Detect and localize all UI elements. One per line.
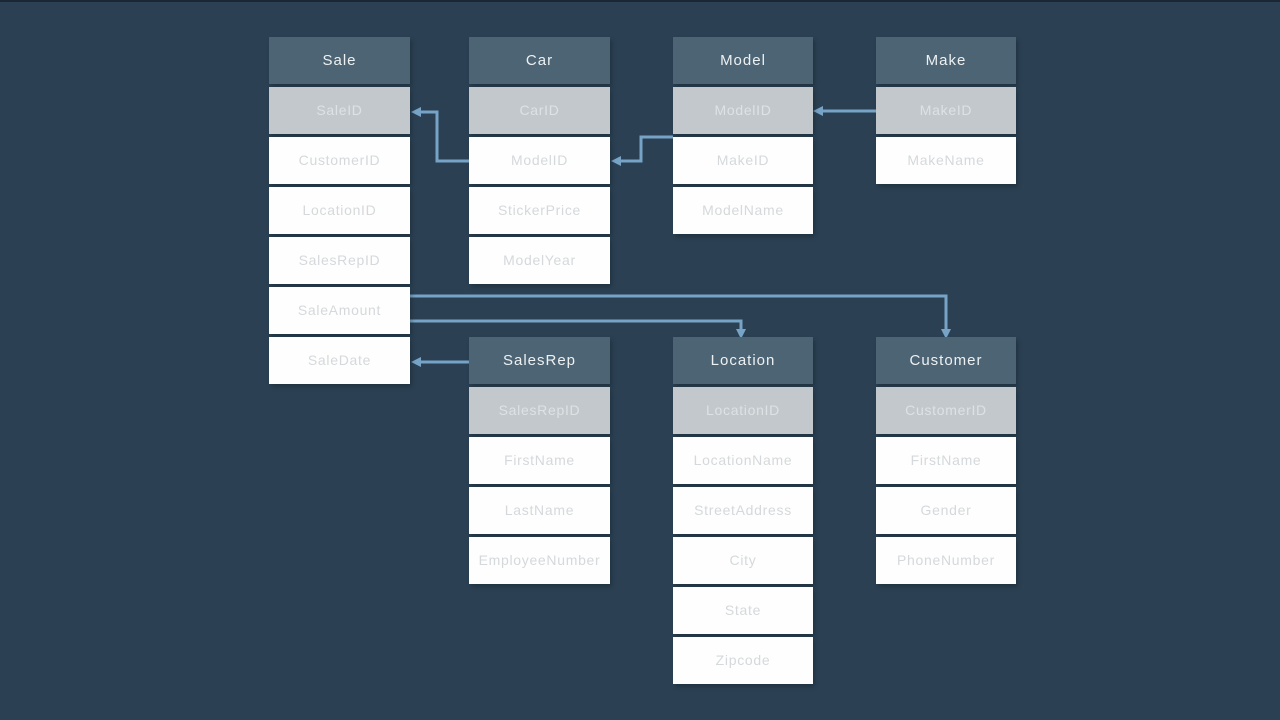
connector-sale-customer (410, 294, 951, 339)
table-sale-header: Sale (269, 37, 410, 84)
table-model: Model ModelID MakeID ModelName (673, 37, 813, 237)
table-car: Car CarID ModelID StickerPrice ModelYear (469, 37, 610, 287)
connector-model-make (813, 106, 876, 116)
table-salesrep: SalesRep SalesRepID FirstName LastName E… (469, 337, 610, 587)
table-salesrep-field-firstname: FirstName (469, 437, 610, 484)
table-location-field-locationid: LocationID (673, 387, 813, 434)
table-location-header: Location (673, 337, 813, 384)
table-salesrep-field-employeenumber: EmployeeNumber (469, 537, 610, 584)
table-customer-field-phonenumber: PhoneNumber (876, 537, 1016, 584)
table-model-field-modelid: ModelID (673, 87, 813, 134)
table-model-field-makeid: MakeID (673, 137, 813, 184)
table-location: Location LocationID LocationName StreetA… (673, 337, 813, 687)
table-car-header: Car (469, 37, 610, 84)
table-make-field-makename: MakeName (876, 137, 1016, 184)
table-car-field-carid: CarID (469, 87, 610, 134)
table-model-field-modelname: ModelName (673, 187, 813, 234)
connector-sale-car (411, 107, 469, 163)
table-make-field-makeid: MakeID (876, 87, 1016, 134)
table-sale-field-customerid: CustomerID (269, 137, 410, 184)
table-location-field-locationname: LocationName (673, 437, 813, 484)
table-salesrep-header: SalesRep (469, 337, 610, 384)
table-sale-field-saleid: SaleID (269, 87, 410, 134)
table-sale-field-saleamount: SaleAmount (269, 287, 410, 334)
table-sale-field-saledate: SaleDate (269, 337, 410, 384)
table-salesrep-field-lastname: LastName (469, 487, 610, 534)
table-sale-field-locationid: LocationID (269, 187, 410, 234)
connector-sale-salesrep-arrowhead (411, 357, 421, 367)
connector-sale-car-arrowhead (411, 107, 421, 117)
connector-car-model (611, 135, 673, 166)
table-location-field-state: State (673, 587, 813, 634)
table-customer-field-gender: Gender (876, 487, 1016, 534)
connector-model-make-arrowhead (813, 106, 823, 116)
table-location-field-zipcode: Zipcode (673, 637, 813, 684)
table-make: Make MakeID MakeName (876, 37, 1016, 187)
connector-sale-salesrep (411, 357, 469, 367)
table-customer-header: Customer (876, 337, 1016, 384)
table-location-field-streetaddress: StreetAddress (673, 487, 813, 534)
connector-car-model-arrowhead (611, 156, 621, 166)
table-sale: Sale SaleID CustomerID LocationID SalesR… (269, 37, 410, 387)
table-car-field-modelyear: ModelYear (469, 237, 610, 284)
table-location-field-city: City (673, 537, 813, 584)
table-customer-field-firstname: FirstName (876, 437, 1016, 484)
table-car-field-modelid: ModelID (469, 137, 610, 184)
table-model-header: Model (673, 37, 813, 84)
table-customer-field-customerid: CustomerID (876, 387, 1016, 434)
table-customer: Customer CustomerID FirstName Gender Pho… (876, 337, 1016, 587)
table-make-header: Make (876, 37, 1016, 84)
table-car-field-stickerprice: StickerPrice (469, 187, 610, 234)
table-salesrep-field-salesrepid: SalesRepID (469, 387, 610, 434)
table-sale-field-salesrepid: SalesRepID (269, 237, 410, 284)
